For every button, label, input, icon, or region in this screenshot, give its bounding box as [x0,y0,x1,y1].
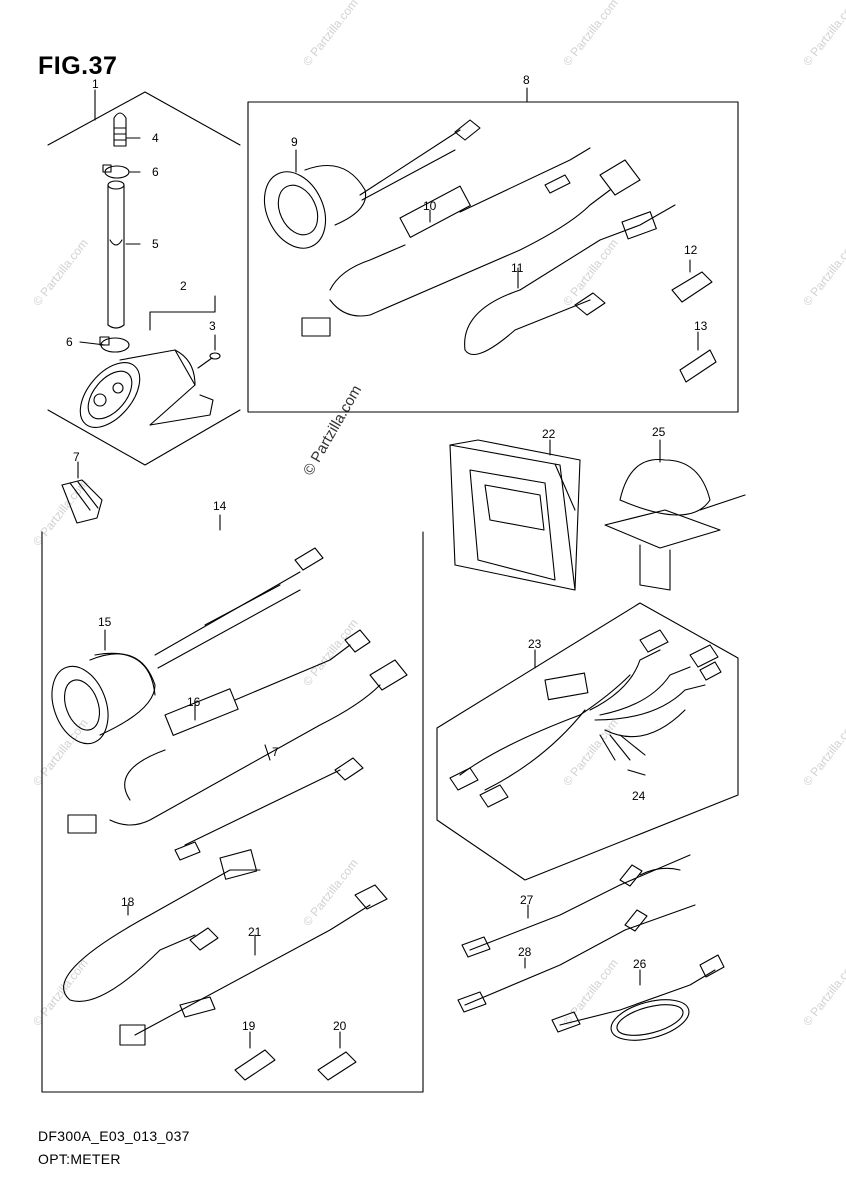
gauge-2 [79,349,214,428]
callout-19: 19 [242,1019,256,1033]
callout-10: 10 [423,199,437,213]
display-22 [449,439,581,591]
kit-8-frame [247,87,739,413]
callout-12: 12 [684,243,698,257]
connector-20 [317,1031,357,1081]
callout-18: 18 [121,895,135,909]
callout-26: 26 [633,957,647,971]
callout-2: 2 [180,279,187,293]
harness-10 [301,147,641,337]
hose-5 [107,180,125,329]
callout-14: 14 [213,499,227,513]
harness-11 [464,204,676,355]
callout-23: 23 [528,637,542,651]
callout-20: 20 [333,1019,347,1033]
connector-13 [679,331,717,383]
gauge-9 [263,119,481,249]
harness-28 [457,904,696,1013]
gauge-15 [51,547,324,745]
harness-17 [174,744,364,861]
section-name: OPT:METER [38,1151,121,1167]
callout-21: 21 [248,925,262,939]
fitting-7 [61,461,103,524]
cable-26 [551,954,725,1041]
antenna-25 [604,439,746,591]
callout-1: 1 [92,77,99,91]
screw-3 [197,352,221,369]
callout-7: 7 [73,450,80,464]
model-code: DF300A_E03_013_037 [38,1128,190,1144]
callout-labels: 1 2 3 4 5 6 6 7 8 9 10 11 12 13 14 15 16… [66,73,708,1033]
callout-6: 6 [66,335,73,349]
harness-16 [67,629,408,834]
connector-19 [234,1031,276,1081]
hose-fitting-4 [113,112,127,147]
assembly-1-frame [47,91,241,466]
callout-11: 11 [511,261,524,275]
harness-21 [119,884,388,1046]
callout-27: 27 [520,893,534,907]
harness-18 [63,849,261,1002]
callout-15: 15 [98,615,112,629]
callout-28: 28 [518,945,532,959]
callout-16: 16 [187,695,201,709]
callout-8: 8 [523,73,530,87]
callout-3: 3 [209,319,216,333]
figure-title: FIG.37 [38,52,118,80]
callout-5: 5 [152,237,159,251]
callout-25: 25 [652,425,666,439]
callout-4: 4 [152,131,159,145]
clamp-6-top [102,164,130,179]
connector-12 [671,259,713,303]
leader-lines-group-1 [79,89,216,351]
callout-9: 9 [291,135,298,149]
harness-23 [449,629,722,808]
callout-13: 13 [694,319,708,333]
harness-27 [461,854,691,958]
callout-6: 6 [152,165,159,179]
kit-14-frame [41,514,424,1093]
callout-17: 7 [272,745,279,759]
callout-24: 24 [632,789,646,803]
harness-23-frame [436,602,739,881]
callout-22: 22 [542,427,556,441]
